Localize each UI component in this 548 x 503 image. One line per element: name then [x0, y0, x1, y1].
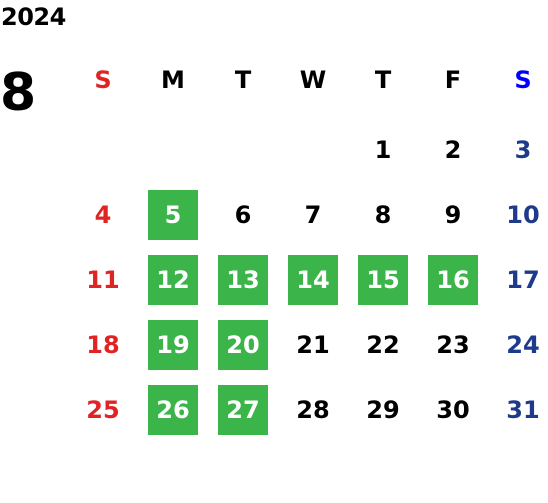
weekday-wednesday: W — [299, 66, 327, 94]
day-cell[interactable]: 15 — [358, 255, 408, 305]
day-cell[interactable]: 3 — [514, 136, 532, 164]
weekday-thursday: T — [374, 66, 392, 94]
day-cell[interactable]: 7 — [304, 201, 322, 229]
day-cell[interactable]: 30 — [436, 396, 470, 424]
day-cell[interactable]: 20 — [218, 320, 268, 370]
day-cell[interactable]: 10 — [506, 201, 540, 229]
day-cell[interactable]: 8 — [374, 201, 392, 229]
day-cell[interactable]: 24 — [506, 331, 540, 359]
day-cell[interactable]: 28 — [296, 396, 330, 424]
day-cell[interactable]: 26 — [148, 385, 198, 435]
day-cell[interactable]: 9 — [444, 201, 462, 229]
day-cell[interactable]: 1 — [374, 136, 392, 164]
weekday-tuesday: T — [234, 66, 252, 94]
weekday-sunday: S — [94, 66, 112, 94]
day-cell[interactable]: 14 — [288, 255, 338, 305]
day-cell[interactable]: 17 — [506, 266, 540, 294]
weekday-monday: M — [161, 66, 185, 94]
weekday-friday: F — [444, 66, 462, 94]
day-cell[interactable]: 12 — [148, 255, 198, 305]
day-cell[interactable]: 23 — [436, 331, 470, 359]
calendar-year: 2024 — [1, 3, 66, 31]
day-cell[interactable]: 4 — [94, 201, 112, 229]
day-cell[interactable]: 2 — [444, 136, 462, 164]
day-cell[interactable]: 6 — [234, 201, 252, 229]
day-cell[interactable]: 25 — [86, 396, 120, 424]
day-cell[interactable]: 16 — [428, 255, 478, 305]
day-cell[interactable]: 31 — [506, 396, 540, 424]
day-cell[interactable]: 5 — [148, 190, 198, 240]
day-cell[interactable]: 19 — [148, 320, 198, 370]
day-cell[interactable]: 22 — [366, 331, 400, 359]
day-cell[interactable]: 29 — [366, 396, 400, 424]
day-cell[interactable]: 27 — [218, 385, 268, 435]
weekday-saturday: S — [514, 66, 532, 94]
day-cell[interactable]: 13 — [218, 255, 268, 305]
calendar-month: 8 — [0, 63, 37, 123]
day-cell[interactable]: 18 — [86, 331, 120, 359]
day-cell[interactable]: 21 — [296, 331, 330, 359]
day-cell[interactable]: 11 — [86, 266, 120, 294]
